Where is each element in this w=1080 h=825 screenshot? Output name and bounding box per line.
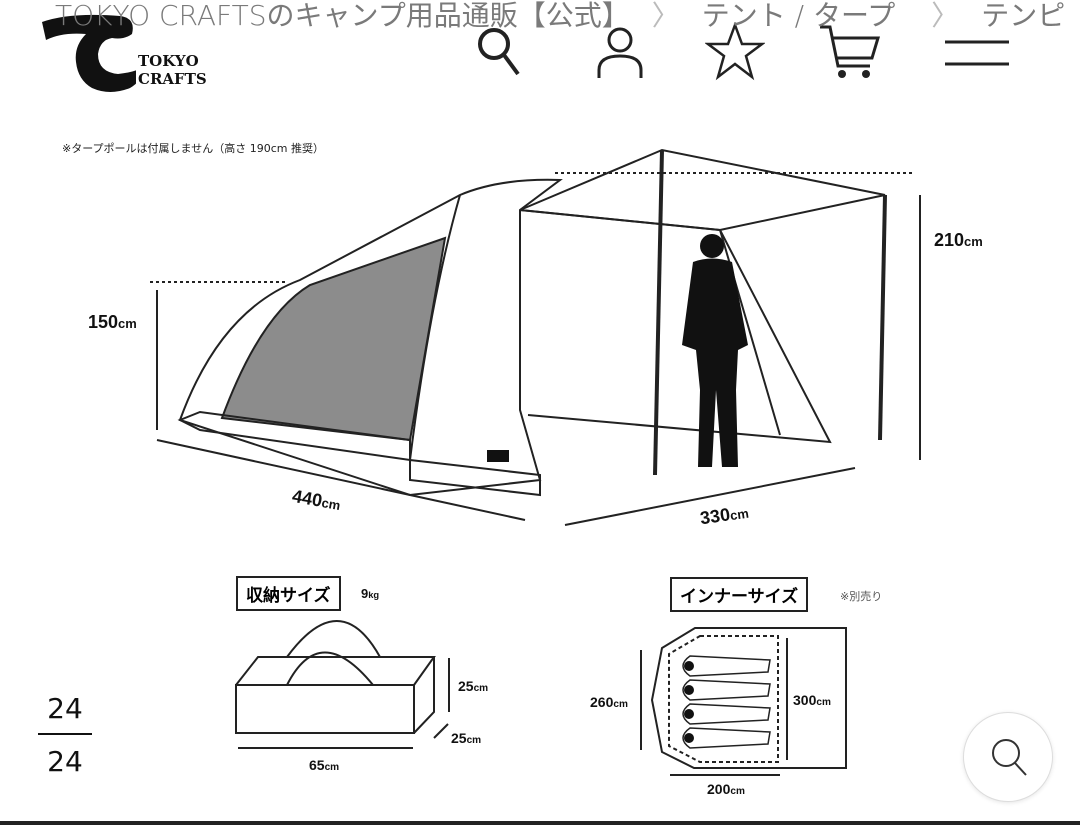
search-icon[interactable] bbox=[470, 22, 530, 82]
inner-size-title: インナーサイズ bbox=[670, 577, 809, 612]
breadcrumb: TOKYO CRAFTSのキャンプ用品通販【公式】〉テント / タープ〉テンピ bbox=[55, 0, 1079, 34]
tarp-height-label: 210cm bbox=[934, 230, 983, 250]
weight-label: 9kg bbox=[361, 586, 380, 601]
account-icon[interactable] bbox=[590, 22, 650, 82]
zoom-image-button[interactable] bbox=[963, 712, 1053, 802]
cart-icon[interactable] bbox=[818, 22, 881, 82]
breadcrumb-home[interactable]: TOKYO CRAFTSのキャンプ用品通販【公式】 bbox=[55, 0, 616, 32]
inner-200-label: 200cm bbox=[707, 781, 745, 797]
current-page: 24 bbox=[47, 692, 83, 725]
bottom-border bbox=[0, 821, 1080, 825]
front-height-label: 150cm bbox=[88, 312, 137, 332]
storage-height-label: 25cm bbox=[458, 678, 489, 694]
sold-separately-note: ※別売り bbox=[840, 590, 883, 603]
chevron-right-icon: 〉 bbox=[651, 0, 680, 32]
inner-300-label: 300cm bbox=[793, 692, 831, 708]
total-pages: 24 bbox=[47, 745, 83, 778]
favorite-star-icon[interactable] bbox=[704, 21, 766, 82]
breadcrumb-item[interactable]: テンピ bbox=[981, 0, 1066, 32]
image-pager: 24 24 bbox=[38, 692, 92, 778]
tent-dimension-diagram: ※タープポールは付属しません（高さ 190cm 推奨） bbox=[0, 100, 1080, 800]
storage-size-title: 収納サイズ bbox=[236, 576, 341, 611]
logo-text: TOKYO CRAFTS bbox=[136, 52, 209, 88]
storage-width-label: 65cm bbox=[309, 757, 340, 773]
storage-depth-label: 25cm bbox=[451, 730, 482, 746]
tent-illustration bbox=[150, 148, 921, 776]
menu-icon[interactable] bbox=[945, 22, 1011, 82]
pager-divider bbox=[38, 733, 92, 735]
zoom-search-icon bbox=[992, 739, 1027, 776]
inner-260-label: 260cm bbox=[590, 694, 628, 710]
pole-note: ※タープポールは付属しません（高さ 190cm 推奨） bbox=[62, 142, 324, 155]
logo[interactable]: TOKYO CRAFTS bbox=[40, 10, 209, 95]
logo-mark-icon bbox=[42, 14, 141, 93]
chevron-right-icon: 〉 bbox=[931, 0, 960, 32]
breadcrumb-category[interactable]: テント / タープ bbox=[701, 0, 896, 32]
